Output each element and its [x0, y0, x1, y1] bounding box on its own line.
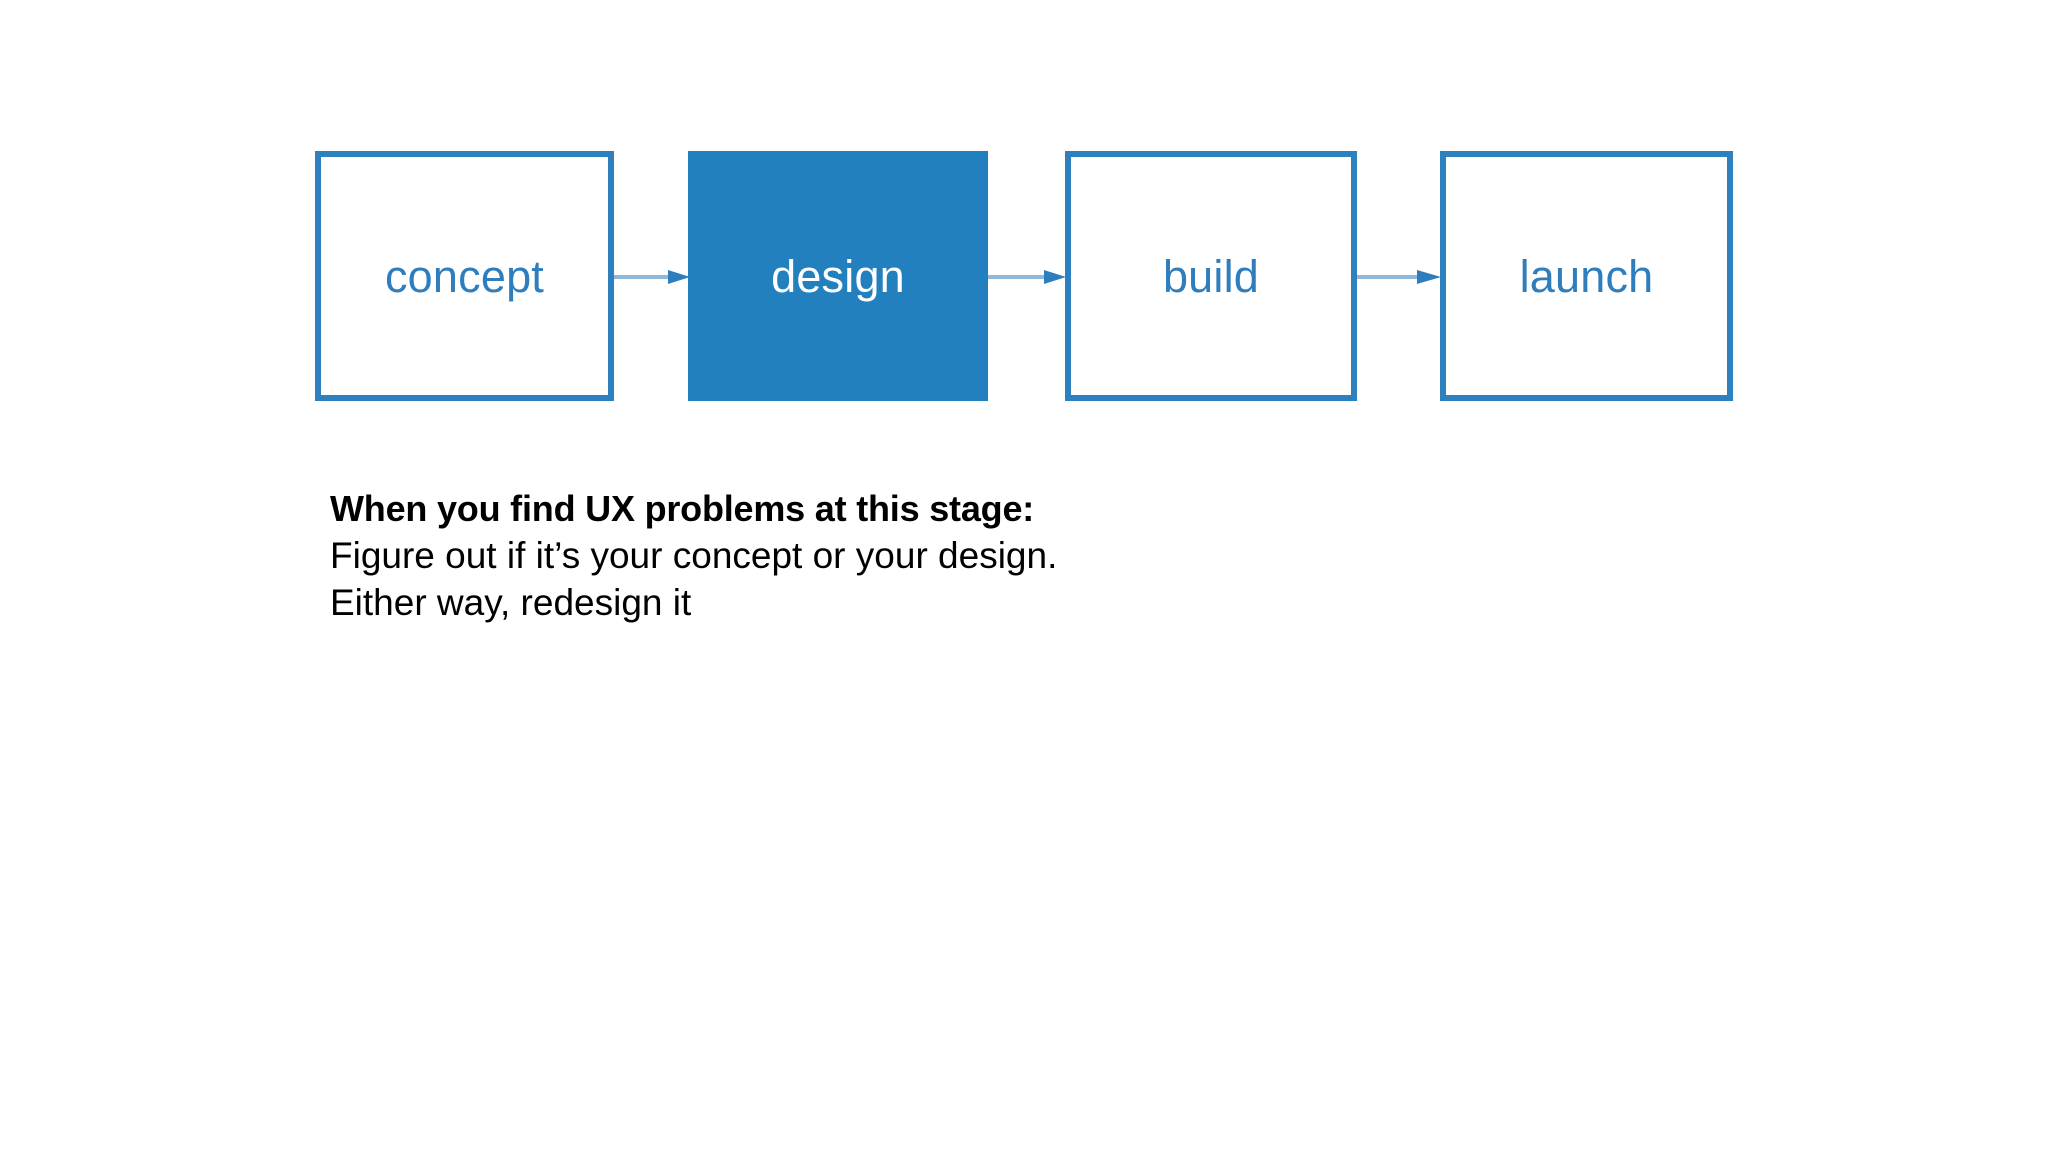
process-flow-diagram: concept design build: [315, 151, 1735, 401]
arrow-right-icon: [1357, 270, 1441, 284]
flow-stage-label-concept: concept: [384, 250, 544, 302]
caption-heading: When you find UX problems at this stage:: [330, 488, 1035, 529]
flow-stage-label-launch: launch: [1519, 250, 1654, 302]
flow-arrow-build-to-launch: [1357, 270, 1441, 284]
flow-stage-build[interactable]: build: [1065, 151, 1357, 401]
flow-stage-label-build: build: [1162, 250, 1260, 302]
flow-stage-concept[interactable]: concept: [315, 151, 614, 401]
flow-arrow-design-to-build: [988, 270, 1066, 284]
flow-stage-design[interactable]: design: [688, 151, 988, 401]
arrow-right-icon: [614, 270, 690, 284]
caption-block: When you find UX problems at this stage:…: [330, 485, 1530, 626]
caption-line-2: Either way, redesign it: [330, 582, 692, 623]
flow-stage-launch[interactable]: launch: [1440, 151, 1733, 401]
arrow-right-icon: [988, 270, 1066, 284]
caption-line-1: Figure out if it’s your concept or your …: [330, 535, 1058, 576]
flow-arrow-concept-to-design: [614, 270, 690, 284]
flow-stage-label-design: design: [771, 250, 905, 302]
